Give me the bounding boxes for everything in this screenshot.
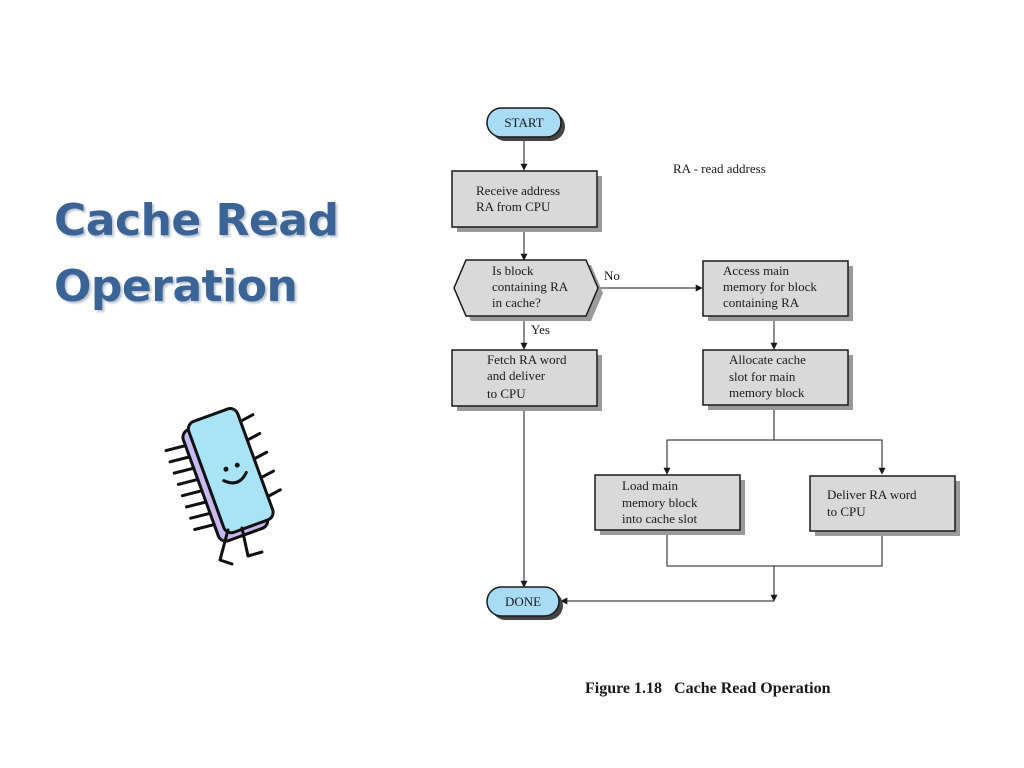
decision-line-3: in cache? xyxy=(492,295,541,310)
receive-address-box: Receive address RA from CPU xyxy=(451,170,602,232)
edge-split-load xyxy=(663,439,774,475)
edge-split-deliver xyxy=(774,439,886,475)
access-line-3: containing RA xyxy=(723,295,800,310)
deliver-line-2: to CPU xyxy=(827,504,866,519)
slide-title: Cache Read Operation xyxy=(54,188,339,320)
fetch-word-box: Fetch RA word and deliver to CPU xyxy=(451,349,602,411)
deliver-word-box: Deliver RA word to CPU xyxy=(809,475,960,536)
access-line-1: Access main xyxy=(723,263,790,278)
start-terminal: START xyxy=(486,107,565,141)
fetch-line-3: to CPU xyxy=(487,386,526,401)
allocate-line-1: Allocate cache xyxy=(729,352,806,367)
fetch-line-1: Fetch RA word xyxy=(487,352,567,367)
figure-caption: Figure 1.18 Cache Read Operation xyxy=(585,680,831,697)
access-line-2: memory for block xyxy=(723,279,817,294)
no-label: No xyxy=(604,268,620,283)
receive-line-1: Receive address xyxy=(476,183,560,198)
load-line-2: memory block xyxy=(622,495,698,510)
title-line-2: Operation xyxy=(54,261,298,312)
access-memory-box: Access main memory for block containing … xyxy=(702,260,853,321)
decision-line-2: containing RA xyxy=(492,279,569,294)
read-address-note: RA - read address xyxy=(673,161,766,176)
load-block-box: Load main memory block into cache slot xyxy=(594,474,745,535)
done-terminal: DONE xyxy=(486,586,563,620)
load-line-1: Load main xyxy=(622,478,678,493)
deliver-line-1: Deliver RA word xyxy=(827,487,917,502)
decision-line-1: Is block xyxy=(492,263,534,278)
allocate-line-3: memory block xyxy=(729,385,805,400)
allocate-line-2: slot for main xyxy=(729,369,796,384)
start-label: START xyxy=(504,115,543,130)
allocate-slot-box: Allocate cache slot for main memory bloc… xyxy=(702,349,853,410)
receive-line-2: RA from CPU xyxy=(476,199,551,214)
done-label: DONE xyxy=(505,594,541,609)
title-line-1: Cache Read xyxy=(54,195,339,246)
smiling-chip-icon xyxy=(164,407,282,566)
load-line-3: into cache slot xyxy=(622,511,697,526)
yes-label: Yes xyxy=(531,322,550,337)
fetch-line-2: and deliver xyxy=(487,368,546,383)
decision-node: Is block containing RA in cache? xyxy=(453,259,603,321)
